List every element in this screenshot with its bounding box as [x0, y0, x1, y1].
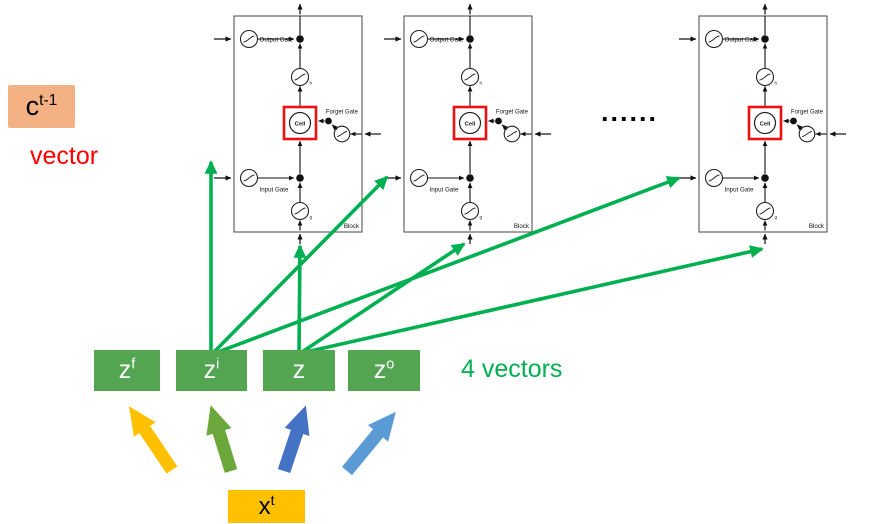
- blue-arrow: [277, 405, 310, 474]
- z-input-vector-box: zi: [176, 350, 247, 391]
- z-forget-vector-box: zf: [94, 350, 160, 391]
- block2-io-arrows: [384, 3, 551, 244]
- cell-state-sup: t-1: [39, 92, 58, 109]
- input-x-text: xt: [259, 493, 275, 521]
- block1-io-arrows: [214, 3, 381, 244]
- green-arrow-6: [305, 245, 764, 354]
- z-output-vector-box: zo: [348, 350, 420, 391]
- light-blue-arrow: [341, 411, 396, 476]
- z-vector-box: z: [263, 350, 335, 391]
- cell-state-base: c: [25, 91, 40, 121]
- green-arrow-4: [293, 244, 307, 353]
- z-forget-base: z: [118, 356, 132, 384]
- z-to-block-arrows: [204, 160, 764, 354]
- block3-io-arrows: [679, 3, 846, 244]
- z-input-base: z: [203, 356, 217, 384]
- z-input-text: zi: [204, 356, 220, 385]
- yellow-arrow: [129, 406, 178, 474]
- green-arrow-5: [301, 242, 466, 354]
- green-thick-arrow: [206, 405, 238, 473]
- z-text: z: [293, 356, 306, 385]
- lstm-block-2: [404, 16, 532, 232]
- z-input-sup: i: [216, 356, 220, 373]
- z-forget-sup: f: [131, 356, 136, 373]
- lstm-block-3: [699, 16, 827, 232]
- cell-state-text: ct-1: [26, 91, 58, 122]
- four-vectors-caption: 4 vectors: [461, 355, 563, 383]
- vector-caption: vector: [30, 142, 99, 170]
- input-x-box: xt: [228, 490, 305, 523]
- ellipsis: ......: [601, 97, 659, 127]
- z-output-text: zo: [374, 356, 395, 385]
- lstm-block-1: [234, 16, 362, 232]
- input-x-base: x: [258, 492, 271, 520]
- z-output-base: z: [373, 356, 387, 384]
- green-arrow-3: [217, 176, 681, 354]
- input-x-sup: t: [270, 491, 275, 508]
- z-forget-text: zf: [119, 356, 136, 385]
- z-base: z: [292, 356, 306, 384]
- z-output-sup: o: [386, 356, 395, 373]
- cell-state-box: ct-1: [8, 85, 75, 128]
- x-to-z-arrows: [129, 405, 396, 476]
